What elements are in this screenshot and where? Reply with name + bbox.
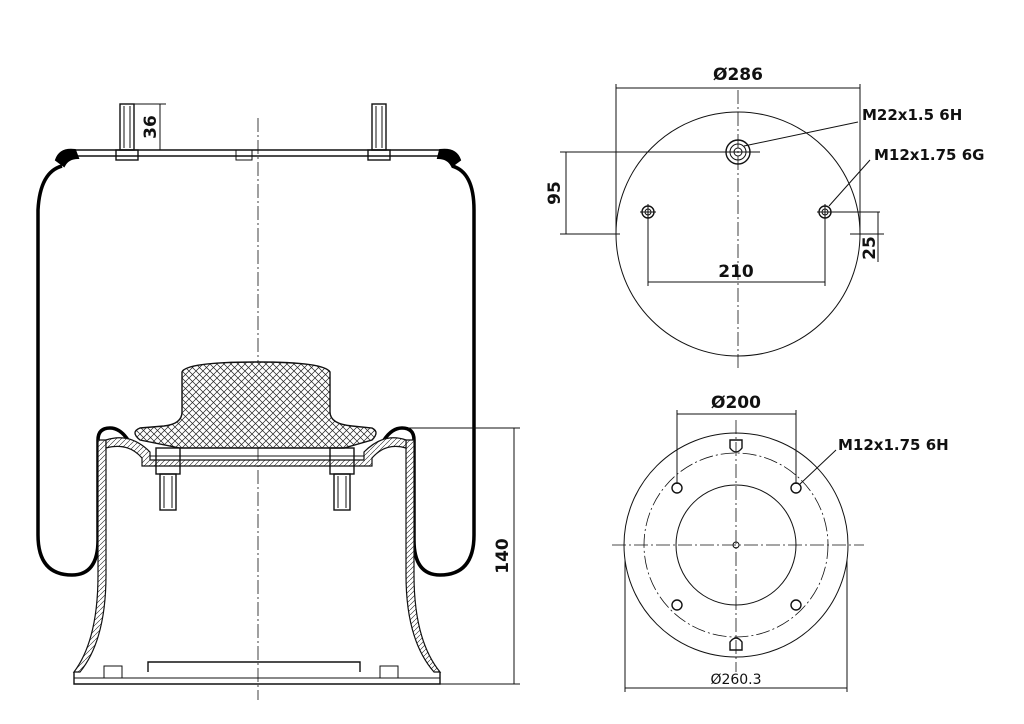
- thread-holes-label: M12x1.75 6H: [838, 436, 949, 454]
- bead-left: [54, 148, 80, 168]
- dim-hole-offset: 95: [545, 151, 726, 235]
- dim-hole-offset-label: 95: [545, 181, 565, 205]
- top-plate: [74, 149, 441, 157]
- thread-center-label: M22x1.5 6H: [862, 106, 962, 124]
- top-stud-right: [367, 103, 391, 161]
- bolt-hole-2: [790, 482, 802, 494]
- center-fitting: [235, 149, 253, 161]
- dim-bottom-outer-diameter: Ø260.3: [624, 560, 848, 692]
- dim-bolt-circle: Ø200: [676, 393, 797, 484]
- dim-bottom-outer-diameter-label: Ø260.3: [710, 672, 761, 688]
- piston-top-plate: [105, 437, 407, 467]
- dim-stud-height: 36: [134, 103, 166, 151]
- bottom-hole-left: [103, 665, 123, 679]
- bellows-left: [36, 164, 130, 577]
- side-thread-hole-left: [640, 204, 656, 220]
- side-view: 36 140: [36, 103, 520, 700]
- dim-piston-height-label: 140: [493, 538, 513, 574]
- dim-top-outer-diameter: Ø286: [615, 65, 861, 234]
- bolt-hole-3: [671, 599, 683, 611]
- bolt-hole-4: [790, 599, 802, 611]
- bolt-hole-1: [671, 482, 683, 494]
- bead-right: [436, 148, 462, 168]
- slot-bottom: [729, 637, 743, 651]
- bottom-stud-left: [155, 447, 181, 511]
- top-stud-left: [115, 103, 139, 161]
- dim-bolt-circle-label: Ø200: [711, 393, 761, 413]
- thread-side-label: M12x1.75 6G: [874, 146, 984, 164]
- leader-side-thread: M12x1.75 6G: [828, 146, 984, 207]
- side-thread-hole-right: [817, 204, 880, 220]
- bottom-stud-right: [329, 447, 355, 511]
- slot-top: [729, 439, 743, 453]
- dim-edge-offset-label: 25: [860, 236, 880, 260]
- bottom-hole-right: [379, 665, 399, 679]
- top-view: Ø286 95 210 25 M22x1.5 6H: [545, 65, 984, 370]
- dim-stud-spacing: 210: [647, 218, 826, 286]
- dim-stud-spacing-label: 210: [718, 262, 754, 282]
- bellows-right: [382, 164, 476, 577]
- dim-top-outer-diameter-label: Ø286: [713, 65, 763, 85]
- bumper: [134, 361, 377, 449]
- leader-center-thread: M22x1.5 6H: [743, 106, 962, 147]
- leader-bottom-thread: M12x1.75 6H: [799, 436, 949, 485]
- bottom-view: Ø200 Ø260.3 M12x1.75 6H: [612, 393, 949, 692]
- dim-piston-height: 140: [408, 427, 520, 685]
- dim-stud-height-label: 36: [141, 115, 161, 139]
- dim-edge-offset: 25: [850, 212, 884, 262]
- piston-shell-left: [72, 439, 107, 673]
- piston-shell-right: [405, 439, 442, 673]
